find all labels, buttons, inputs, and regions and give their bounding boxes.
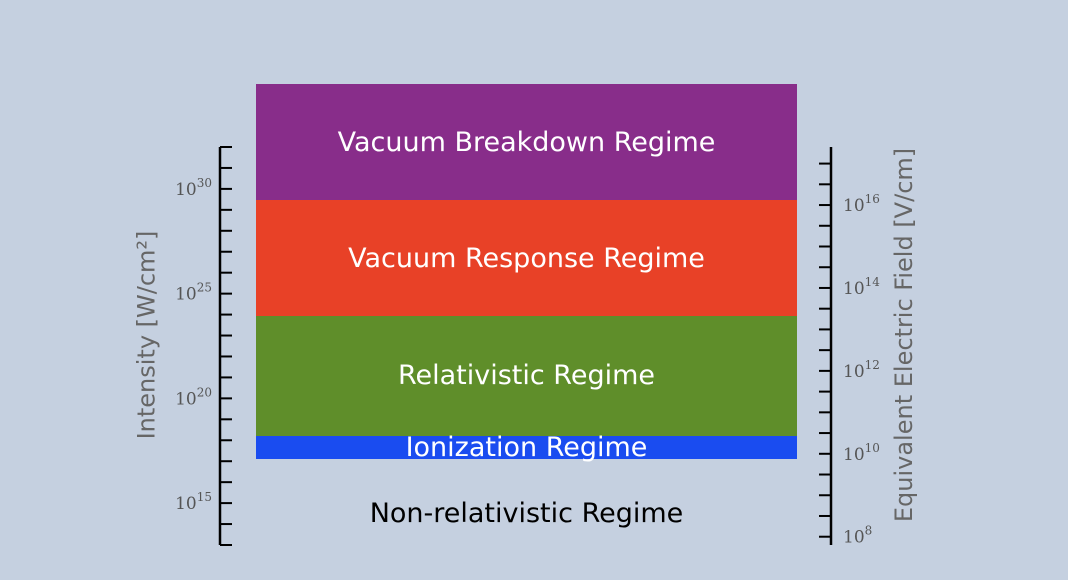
tick-label-base: 10 <box>843 279 865 299</box>
regime-label: Vacuum Breakdown Regime <box>337 126 716 158</box>
tick-label-base: 10 <box>843 445 865 465</box>
non-relativistic-label: Non-relativistic Regime <box>369 497 684 529</box>
left-axis-title: Intensity [W/cm²] <box>131 230 160 440</box>
regime-band-ionization-regime: Ionization Regime <box>256 432 797 463</box>
tick-label-base: 10 <box>175 285 197 305</box>
tick-label-base: 10 <box>175 180 197 200</box>
regime-band-vacuum-response-regime: Vacuum Response Regime <box>256 200 797 316</box>
tick-label-exponent: 8 <box>865 524 873 538</box>
tick-label-base: 10 <box>175 494 197 514</box>
regime-label: Ionization Regime <box>405 432 648 464</box>
tick-label: 1020 <box>175 385 212 409</box>
tick-label: 108 <box>843 524 872 548</box>
regime-band-relativistic-regime: Relativistic Regime <box>256 315 797 437</box>
tick-label-exponent: 14 <box>865 275 881 289</box>
tick-label: 1016 <box>843 192 880 216</box>
tick-label-exponent: 25 <box>197 281 212 295</box>
regime-band-vacuum-breakdown-regime: Vacuum Breakdown Regime <box>256 84 797 201</box>
tick-label: 1012 <box>843 358 880 382</box>
tick-label-exponent: 16 <box>865 192 880 206</box>
tick-label-base: 10 <box>843 528 865 548</box>
regime-label: Relativistic Regime <box>397 360 656 392</box>
tick-label-base: 10 <box>175 389 197 409</box>
tick-label-exponent: 30 <box>197 176 212 190</box>
tick-label: 1010 <box>843 441 880 465</box>
right-axis-title: Equivalent Electric Field [V/cm] <box>890 147 919 523</box>
tick-label-exponent: 10 <box>865 441 880 455</box>
tick-label: 1030 <box>175 176 212 200</box>
tick-label-exponent: 12 <box>865 358 880 372</box>
tick-label: 1014 <box>843 275 880 299</box>
tick-label: 1025 <box>175 281 212 305</box>
regime-label: Vacuum Response Regime <box>348 242 705 274</box>
tick-label: 1015 <box>175 490 212 514</box>
tick-label-exponent: 15 <box>197 490 212 504</box>
tick-label-base: 10 <box>843 196 865 216</box>
tick-label-exponent: 20 <box>197 385 212 399</box>
tick-label-base: 10 <box>843 362 865 382</box>
